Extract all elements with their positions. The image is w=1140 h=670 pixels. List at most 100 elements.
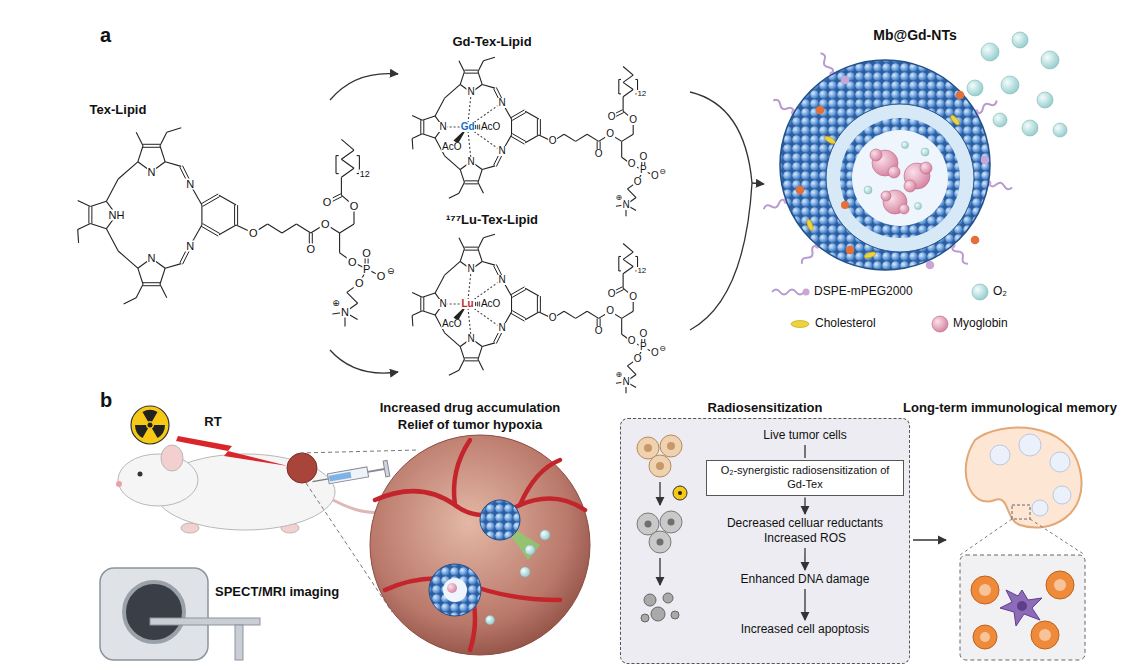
reaction-arrows — [330, 74, 398, 100]
lymph-node — [1032, 500, 1048, 516]
atom-label: O — [306, 244, 317, 255]
atom-label: O — [361, 247, 372, 258]
bond-line — [423, 297, 424, 311]
inset — [1054, 579, 1066, 591]
radiation-beam — [176, 436, 288, 466]
bond-line — [482, 166, 495, 170]
bond-line — [336, 155, 339, 156]
bond-line — [341, 177, 342, 195]
bond-line — [576, 134, 588, 141]
section-title: Long-term immunological memory — [903, 401, 1117, 415]
process-box: O₂-synergistic radiosensitization of Gd-… — [706, 460, 904, 496]
cell-icons — [641, 614, 649, 622]
atom-label: O — [548, 313, 558, 323]
bond-line — [623, 252, 633, 259]
bond-line — [138, 268, 143, 284]
bond-line — [201, 226, 218, 236]
nanoparticle — [902, 142, 909, 149]
bond-line — [512, 134, 526, 142]
nanoparticle — [806, 114, 961, 260]
nanoparticle — [920, 162, 932, 174]
atom-label: P — [639, 342, 648, 352]
atom-label: O — [638, 329, 648, 339]
inset — [1031, 621, 1059, 649]
atom-label: N — [340, 307, 350, 318]
o2-bubbles — [981, 43, 999, 61]
nanoparticle — [841, 201, 849, 209]
bond-line — [341, 168, 354, 177]
legend-text: DSPE-mPEG2000 — [814, 285, 913, 298]
nanoparticle — [956, 91, 965, 100]
atom-label: N — [467, 334, 476, 344]
tumor — [520, 460, 560, 505]
atom-label: N — [498, 146, 507, 156]
nanoparticle — [840, 118, 960, 238]
nanoparticle — [806, 219, 815, 232]
reaction-arrows — [752, 183, 764, 184]
bond-line — [90, 201, 106, 206]
atom-label: 12 — [636, 267, 647, 275]
nanoparticle — [796, 186, 805, 195]
atom-label: N — [147, 166, 157, 177]
inset — [971, 571, 1074, 649]
atom-label: N — [147, 253, 157, 264]
reaction-arrows — [690, 183, 752, 330]
atom-label: O — [594, 326, 604, 336]
bond-line — [412, 292, 422, 297]
radiation-symbol — [143, 410, 158, 422]
flow-connector — [804, 445, 805, 458]
bond-line — [347, 292, 358, 303]
cell-icons — [637, 511, 682, 553]
bond-line — [422, 311, 435, 315]
o2-bubbles — [993, 113, 1007, 127]
atom-label: O — [607, 112, 617, 122]
bond-line — [525, 312, 539, 320]
bond-line — [464, 360, 478, 361]
radiation-symbol — [148, 423, 153, 428]
bond-line — [136, 284, 143, 298]
atom-label: O — [628, 115, 638, 125]
nanoparticle — [870, 149, 882, 161]
bond-line — [482, 261, 495, 265]
bond-line — [237, 205, 238, 225]
bond-line — [464, 180, 478, 181]
bond-line — [623, 90, 633, 97]
panel-box: RadiosensitizationLive tumor cellsO₂-syn… — [620, 398, 910, 664]
bond-line — [540, 296, 541, 312]
panel-letter: a — [100, 24, 111, 46]
cell-icons — [667, 442, 675, 450]
bond-line — [435, 98, 444, 116]
atom-label: O — [605, 129, 615, 139]
cell-icons — [660, 435, 682, 457]
radiation-symbol — [131, 406, 169, 444]
bond-line — [623, 274, 624, 288]
bond-line — [88, 207, 89, 224]
bond-line — [478, 249, 482, 262]
bond-line — [511, 119, 512, 135]
atom-label: O — [594, 149, 604, 159]
atom-label: 12 — [359, 169, 371, 178]
atom-label: N — [467, 264, 476, 274]
inset — [971, 576, 999, 604]
bond-line — [635, 79, 637, 80]
cell-icons — [671, 611, 679, 619]
nanoparticle — [926, 261, 935, 270]
bond-line — [445, 156, 461, 170]
atom-label: ⊕ — [331, 299, 341, 308]
bond-line — [460, 72, 464, 85]
mouse — [118, 454, 198, 506]
tumor — [375, 440, 585, 650]
bond-line — [160, 268, 165, 284]
bond-line — [483, 234, 495, 238]
bond-line — [160, 284, 167, 298]
nanoparticle — [780, 60, 990, 270]
cell-icons — [641, 593, 679, 622]
bond-line — [201, 205, 202, 225]
atom-label: AcO — [480, 299, 501, 309]
o2-bubbles — [1053, 123, 1067, 137]
flow-arrow — [913, 539, 946, 540]
legend-text: Myoglobin — [953, 317, 1008, 330]
reaction-arrows — [330, 74, 764, 374]
bond-line — [459, 61, 464, 72]
